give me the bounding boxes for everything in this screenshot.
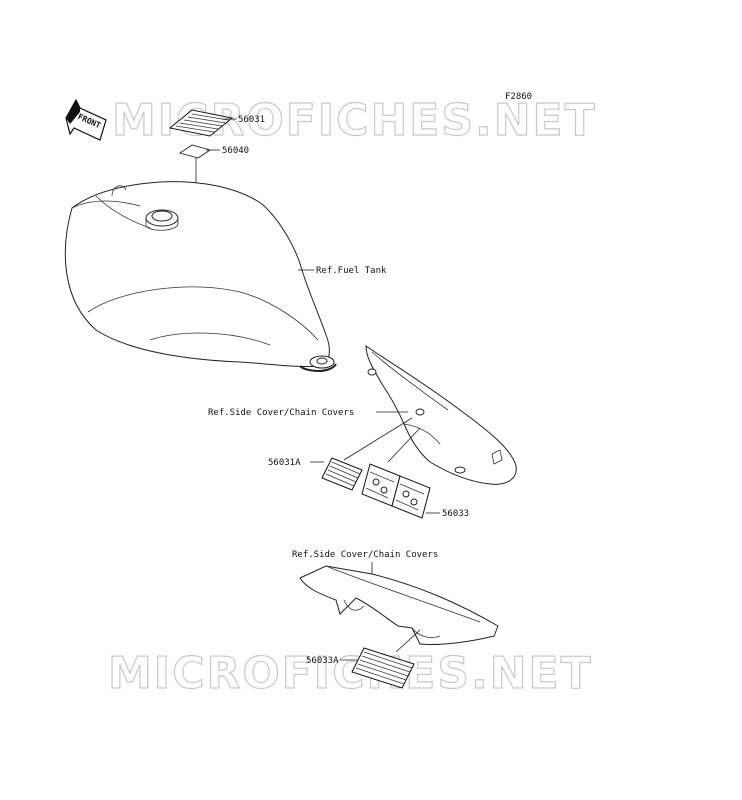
label-56033-part [361, 463, 431, 519]
label-56040-part [178, 144, 212, 159]
watermark-bottom: MICROFICHES.NET [108, 648, 593, 699]
part-56031A-callout: 56031A [268, 458, 301, 468]
fuel-tank-ref-label: Ref.Fuel Tank [316, 266, 387, 276]
side-cover-ref-label-2: Ref.Side Cover/Chain Covers [292, 550, 438, 560]
fuel-tank-outline [64, 181, 337, 372]
label-56033A-part [351, 647, 415, 689]
chain-cover-outline [299, 565, 499, 645]
part-56040-callout: 56040 [222, 146, 249, 156]
side-cover-ref-label-1: Ref.Side Cover/Chain Covers [208, 408, 354, 418]
front-arrow-icon: FRONT [65, 98, 107, 141]
part-56031-callout: 56031 [238, 115, 265, 125]
side-cover-outline [365, 345, 517, 485]
part-56033A-callout: 56033A [306, 656, 339, 666]
part-56033-callout: 56033 [442, 509, 469, 519]
label-56031-part [168, 109, 234, 137]
figure-code: F2860 [505, 92, 532, 102]
label-56031A-part [321, 457, 363, 491]
